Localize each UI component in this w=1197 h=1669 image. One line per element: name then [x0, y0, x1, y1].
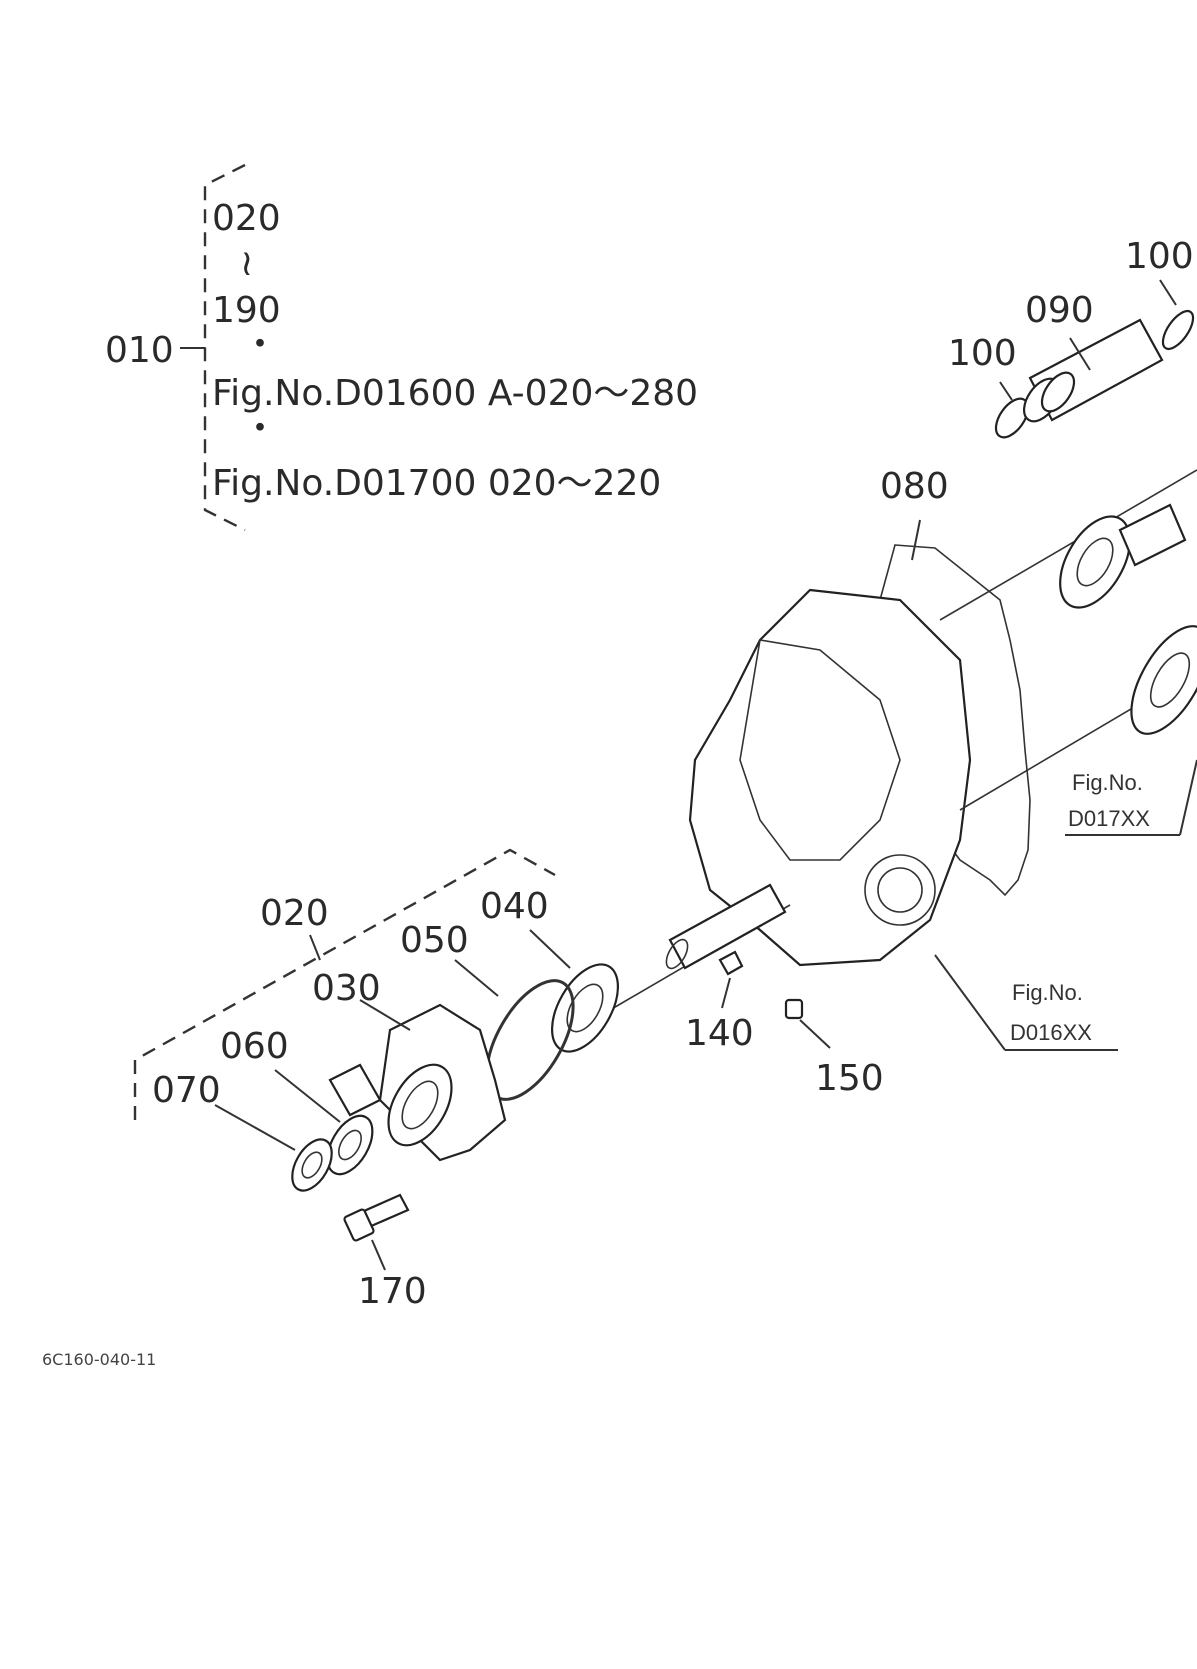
separator-1: ・ [242, 324, 278, 365]
lower-fig-code: D016XX [1010, 1020, 1092, 1045]
sleeve-upper-right [1118, 503, 1187, 567]
seal-060-inner [338, 1129, 362, 1161]
lower-fig-label: Fig.No. [1012, 980, 1083, 1005]
callout-010: 010 [105, 330, 174, 371]
drawing-code: 6C160-040-11 [42, 1350, 156, 1369]
callout-090: 090 [1025, 290, 1094, 331]
bearing-upper-right-inner [1076, 537, 1114, 587]
pump-subassembly: 020 040 050 030 060 070 170 [133, 848, 620, 1312]
callout-060: 060 [220, 1026, 289, 1067]
leader-150 [799, 1019, 831, 1049]
upper-fig-code: D017XX [1068, 806, 1150, 831]
nut-070-inner [301, 1151, 323, 1179]
housing-inner [739, 639, 901, 861]
leader-090 [1069, 337, 1091, 371]
callout-050: 050 [400, 920, 469, 961]
plug-140 [718, 950, 744, 976]
callout-040: 040 [480, 886, 549, 927]
housing-port-inner [877, 867, 923, 913]
housing-port [864, 854, 936, 926]
fig-ref-1: Fig.No.D01600 A-020～280 [212, 373, 698, 414]
callout-080: 080 [880, 466, 949, 507]
separator-2: ・ [242, 408, 278, 449]
group-bracket: 010 020 ≀ 190 ・ Fig.No.D01600 A-020～280 … [105, 163, 698, 532]
bolt-170-head [343, 1208, 375, 1242]
pump-body-bore-inner [401, 1080, 439, 1130]
leader-060 [274, 1069, 341, 1123]
leader-100-left [999, 381, 1013, 401]
pump-body-boss [328, 1063, 382, 1117]
bearing-040 [550, 963, 620, 1053]
shaft-assembly: 100 090 100 [948, 236, 1195, 439]
plugs: 140 150 [685, 950, 884, 1099]
callout-100-left: 100 [948, 333, 1017, 374]
housing-body [688, 588, 972, 967]
lower-fig-leader [934, 954, 1006, 1051]
leader-030 [359, 999, 411, 1031]
callout-070: 070 [152, 1070, 221, 1111]
subassembly-bracket [133, 848, 556, 1120]
range-end-label: 190 [212, 290, 281, 331]
input-shaft-end [665, 938, 689, 970]
leader-100-right [1159, 279, 1177, 306]
leader-140 [721, 977, 731, 1009]
range-start-label: 020 [212, 198, 281, 239]
oring-100-right [1161, 309, 1195, 351]
callout-150: 150 [815, 1058, 884, 1099]
leader-170 [371, 1239, 386, 1271]
callout-170: 170 [358, 1271, 427, 1312]
callout-030: 030 [312, 968, 381, 1009]
nut-070 [291, 1138, 333, 1192]
callout-140: 140 [685, 1013, 754, 1054]
shaft-090-ring [1040, 371, 1076, 413]
bearing-lower-right-inner [1149, 652, 1191, 708]
leader-040 [529, 929, 571, 969]
bearing-lower-right [1130, 625, 1197, 735]
callout-020: 020 [260, 893, 329, 934]
callout-100-right: 100 [1125, 236, 1194, 277]
range-symbol: ≀ [240, 243, 254, 284]
leader-080 [911, 519, 921, 561]
upper-fig-label: Fig.No. [1072, 770, 1143, 795]
plug-150 [784, 998, 804, 1020]
seal-060 [326, 1114, 374, 1176]
leader-020 [309, 934, 321, 961]
bearing-upper-right [1059, 515, 1131, 609]
input-shaft [668, 883, 787, 970]
axis-line-upper [939, 469, 1197, 621]
oring-100-left [994, 397, 1030, 439]
upper-fig-leader [1179, 759, 1197, 836]
figure-references: Fig.No. D017XX Fig.No. D016XX [934, 759, 1197, 1051]
leader-050 [454, 959, 499, 997]
fig-ref-2: Fig.No.D01700 020～220 [212, 463, 661, 504]
housing-assembly: 080 [609, 466, 1197, 1011]
leader-070 [214, 1104, 296, 1151]
